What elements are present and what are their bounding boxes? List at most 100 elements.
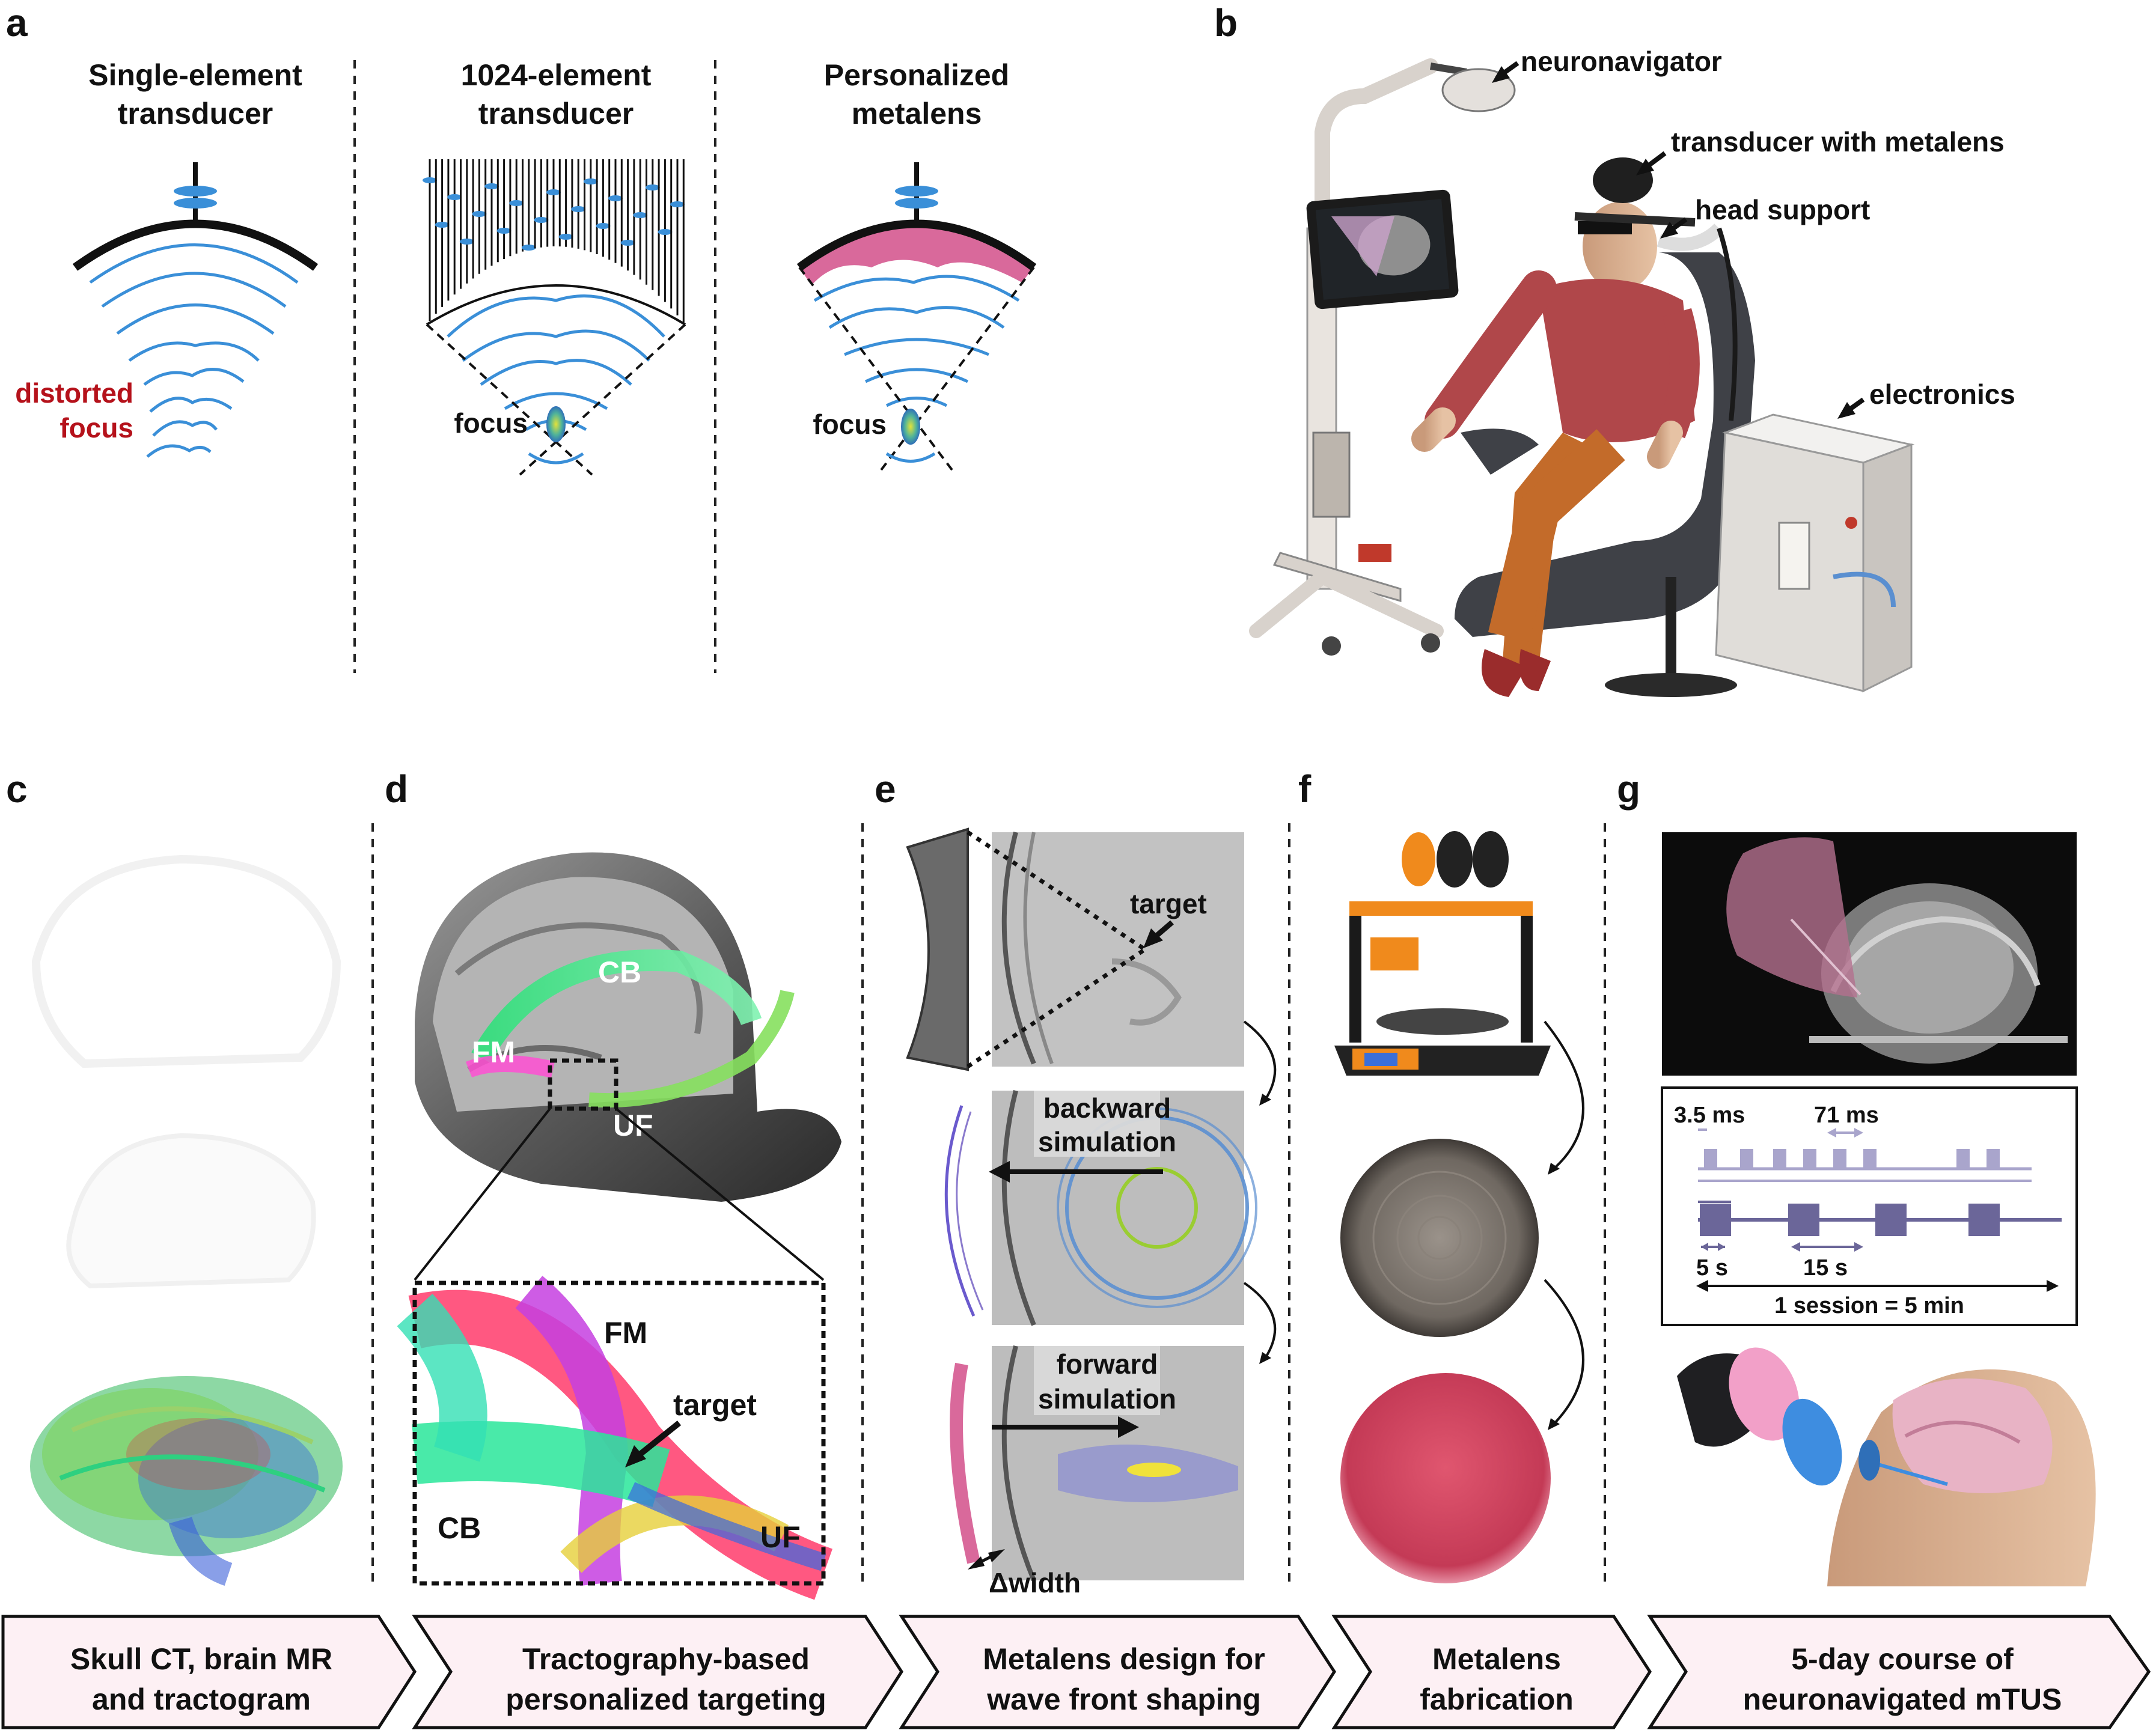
d-inset-cb-label: CB [438,1511,481,1545]
head-transducer [1574,157,1738,421]
panel-b-arrows [1492,61,1865,419]
pulse-light [1987,1149,2000,1169]
workflow-step [1647,1615,2151,1729]
d-inset-target-label: target [673,1388,757,1422]
array-element-marker [620,240,635,246]
panel-d: d CB FM UF FM target [385,767,864,1600]
workflow-step [899,1615,1336,1729]
panel-letter-e: e [875,767,896,811]
brain-mri-3d [415,852,841,1202]
flow-step-1-line2: and tractogram [92,1683,311,1716]
array-element-marker [558,234,573,240]
distorted-label-2: focus [60,412,133,443]
monitor [1306,189,1459,309]
flow-arrow [1243,1282,1277,1359]
pulse-train [1968,1204,2000,1236]
panel-b: b [1214,1,2015,697]
pulse-light [1803,1149,1816,1169]
array-element-marker [472,211,487,217]
pulse-train [1875,1204,1907,1236]
panel-a: a Single-element transducer distorted fo… [6,1,1037,673]
d-uf-label: UF [613,1109,653,1142]
panel-letter-g: g [1617,767,1640,811]
backward-label-1: backward [1043,1092,1171,1124]
workflow-steps: Skull CT, brain MR and tractogram Tracto… [1,1615,2151,1729]
printed-lens-raw [1340,1139,1539,1337]
chair [1455,252,1755,697]
d-cb-label: CB [598,955,641,989]
array-element-marker [423,177,437,183]
electronics-box [1715,413,1915,693]
train-interval-label: 15 s [1803,1255,1848,1281]
flow-step-3-line2: wave front shaping [986,1683,1261,1716]
forward-simulation [950,1345,1244,1582]
array-element-marker [571,206,586,212]
design-geometry [906,827,1244,1071]
pulse-light [1740,1149,1753,1169]
metalens-title-line1: Personalized [824,58,1009,92]
distorted-label-1: distorted [15,377,133,409]
flow-step-2-line1: Tractography-based [522,1642,810,1676]
eye-mask [1578,221,1632,234]
panel-e: e target backward [875,767,1290,1598]
array-waves [426,284,686,476]
flow-arrow [1544,1279,1584,1425]
electronics-label: electronics [1869,379,2015,410]
array-element-marker [459,239,474,245]
session-label: 1 session = 5 min [1774,1293,1964,1318]
array-element-marker [583,178,598,184]
workflow-step [1331,1615,1652,1729]
train-duration-label: 5 s [1696,1255,1728,1281]
flow-arrow [1544,1020,1584,1170]
pulse-light [1956,1149,1970,1169]
array-element-marker [534,217,549,223]
pulse-train [1700,1204,1731,1236]
panel-f: f [1298,767,1606,1586]
array-element-marker [670,201,685,207]
single-element-transducer [72,162,319,458]
neuronavigator-stand [1249,58,1516,656]
zoom-line [615,1107,825,1281]
d-inset-uf-label: UF [760,1520,801,1554]
array-title-line1: 1024-element [461,58,652,92]
metalens-title-line2: metalens [852,97,982,130]
head-support-label: head support [1695,194,1870,225]
neuronavigation-screen [1662,832,2077,1076]
zoom-line [414,1107,551,1281]
metalens-focus-label: focus [813,409,887,440]
printed-lens-final [1340,1373,1551,1583]
forward-label-2: simulation [1038,1383,1176,1415]
flow-step-4-line1: Metalens [1432,1642,1561,1676]
pulse-light [1863,1149,1877,1169]
array-element-marker [496,228,512,234]
d-fm-label: FM [472,1035,515,1069]
array-element-marker [546,189,561,195]
neuronavigator-label: neuronavigator [1521,46,1722,77]
metalens-transducer [796,162,1037,476]
tract-inset [397,1276,833,1600]
pulse-light [1773,1149,1786,1169]
flow-arrow [1243,1020,1277,1101]
array-element-marker [447,194,462,200]
e-target-label: target [1130,888,1207,919]
person [1411,202,1700,697]
brain-mr-outline [66,1133,316,1289]
tractogram-brain [30,1376,343,1586]
pulse-width-label: 3.5 ms [1674,1103,1745,1128]
panel-letter-c: c [6,767,28,811]
array-element-marker [658,229,673,235]
flow-step-4-line2: fabrication [1420,1683,1574,1716]
pulse-light [1833,1149,1846,1169]
single-title-line1: Single-element [88,58,302,92]
d-inset-fm-label: FM [604,1316,647,1350]
array-element-marker [435,222,450,228]
flow-step-3-line1: Metalens design for [983,1642,1265,1676]
transducer-label: transducer with metalens [1671,126,2005,157]
panel-g: g [1617,767,2096,1586]
array-transducer [423,159,685,323]
workflow-step [1,1615,417,1729]
panel-letter-b: b [1214,1,1238,44]
backward-simulation [944,1090,1257,1326]
single-title-line2: transducer [118,97,273,130]
